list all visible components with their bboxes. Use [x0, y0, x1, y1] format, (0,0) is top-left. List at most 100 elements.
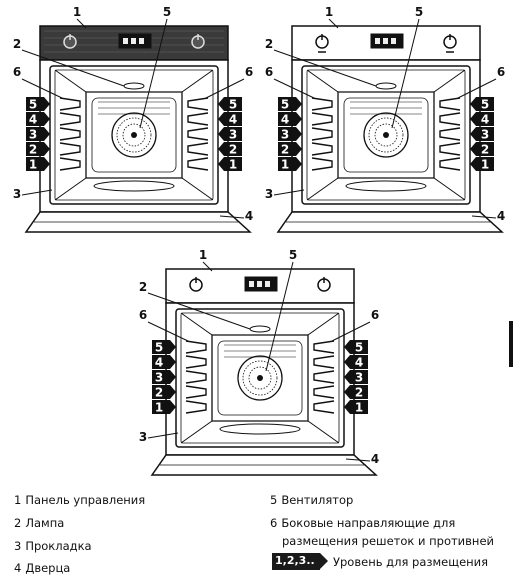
- leader-2: [147, 292, 251, 330]
- level-arrow-right: [344, 385, 350, 399]
- side-rail-right: [439, 142, 461, 156]
- leader-2: [21, 49, 125, 87]
- side-rail-right: [313, 385, 335, 399]
- side-rail-right: [313, 355, 335, 369]
- lamp: [123, 82, 145, 90]
- side-rail-right: [439, 112, 461, 126]
- side-rail-left: [311, 157, 333, 171]
- level-number-right: 4: [229, 113, 237, 127]
- leader-3: [21, 189, 53, 196]
- side-rail-right: [187, 112, 209, 126]
- fan-grille: [116, 117, 152, 153]
- level-badge-right: [224, 97, 242, 111]
- callout-1: 1: [73, 5, 81, 19]
- cavity-edge: [306, 69, 339, 93]
- level-arrow-left: [296, 112, 302, 126]
- leader-6-right: [457, 78, 497, 99]
- level-number-left: 5: [155, 341, 163, 355]
- level-arrow-left: [44, 127, 50, 141]
- level-badge-right: [350, 400, 368, 414]
- leader-2: [273, 49, 377, 87]
- level-badge-right: [476, 112, 494, 126]
- level-number-right: 2: [229, 143, 237, 157]
- leader-6-left: [147, 321, 189, 342]
- cavity-edge: [433, 69, 466, 93]
- side-rail-left: [59, 97, 81, 111]
- level-number-left: 3: [281, 128, 289, 142]
- level-badge-left: [152, 400, 170, 414]
- level-number-right: 5: [355, 341, 363, 355]
- level-number-right: 5: [229, 98, 237, 112]
- level-badge-right: [224, 142, 242, 156]
- leader-4: [345, 458, 371, 462]
- side-rail-right: [439, 157, 461, 171]
- cavity-edge: [54, 177, 87, 201]
- level-arrow-left: [296, 127, 302, 141]
- level-badge-left: [278, 142, 296, 156]
- fan-hub: [131, 132, 137, 138]
- level-number-right: 5: [481, 98, 489, 112]
- side-rail-right: [313, 340, 335, 354]
- level-badge-right: [476, 97, 494, 111]
- fan-grille-inner: [248, 366, 272, 390]
- callout-5: 5: [163, 5, 171, 19]
- level-arrow-left: [296, 157, 302, 171]
- callout-4: 4: [245, 209, 253, 223]
- leader-5: [139, 18, 168, 129]
- side-rail-right: [187, 142, 209, 156]
- display-digit: [123, 38, 128, 44]
- cavity-edge: [433, 177, 466, 201]
- level-number-left: 4: [155, 356, 163, 370]
- callout-5: 5: [289, 248, 297, 262]
- level-number-left: 5: [281, 98, 289, 112]
- display-digit: [383, 38, 388, 44]
- level-badge-right: [224, 157, 242, 171]
- callout-1: 1: [325, 5, 333, 19]
- display-digit: [249, 281, 254, 287]
- callout-4: 4: [497, 209, 505, 223]
- side-rail-left: [185, 400, 207, 414]
- callout-2: 2: [13, 37, 21, 51]
- level-number-left: 2: [281, 143, 289, 157]
- gasket-inner: [54, 69, 214, 201]
- level-arrow-left: [170, 370, 176, 384]
- level-badge-left: [152, 355, 170, 369]
- level-arrow-right: [344, 355, 350, 369]
- level-badge-right: [476, 142, 494, 156]
- side-rail-left: [311, 142, 333, 156]
- level-number-left: 3: [29, 128, 37, 142]
- fan-hub: [383, 132, 389, 138]
- side-rail-right: [313, 370, 335, 384]
- callout-6-right: 6: [497, 65, 505, 79]
- level-arrow-right: [344, 340, 350, 354]
- side-rail-left: [185, 355, 207, 369]
- cavity-edge: [306, 177, 339, 201]
- callout-6-left: 6: [265, 65, 273, 79]
- display-digit: [131, 38, 136, 44]
- side-rail-right: [187, 97, 209, 111]
- level-number-right: 1: [355, 401, 363, 415]
- leader-6-left: [21, 78, 63, 99]
- back-panel: [217, 340, 303, 416]
- leader-3: [147, 432, 179, 439]
- cavity-edge: [307, 312, 340, 336]
- display-digit: [265, 281, 270, 287]
- callout-6-left: 6: [139, 308, 147, 322]
- gasket: [175, 308, 345, 448]
- gasket: [301, 65, 471, 205]
- level-number-right: 2: [481, 143, 489, 157]
- side-rail-left: [185, 370, 207, 384]
- level-arrow-left: [44, 112, 50, 126]
- leader-6-right: [205, 78, 245, 99]
- side-rail-left: [59, 112, 81, 126]
- level-badge-left: [152, 370, 170, 384]
- fan-grille-inner: [374, 123, 398, 147]
- level-arrow-left: [44, 142, 50, 156]
- side-rail-right: [187, 157, 209, 171]
- level-number-left: 4: [281, 113, 289, 127]
